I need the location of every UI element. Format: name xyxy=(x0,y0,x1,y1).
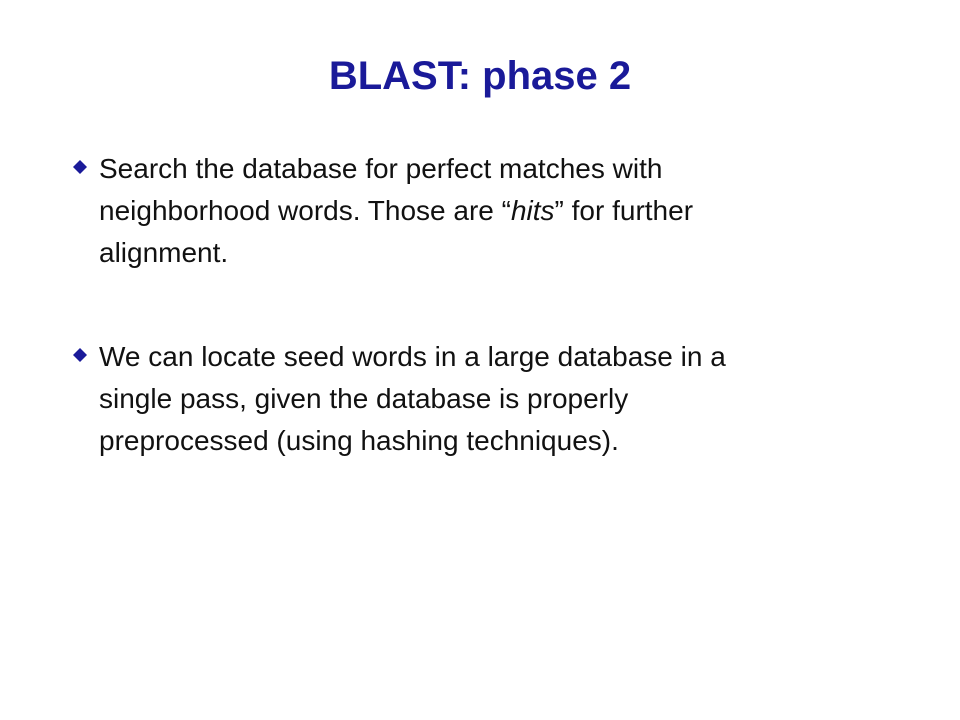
bullet-text-2: We can locate seed words in a large data… xyxy=(72,336,892,462)
bullet-text-1: Search the database for perfect matches … xyxy=(72,148,892,274)
bullet-1-line-2: neighborhood words. Those are “hits” for… xyxy=(72,190,892,232)
bullet-1-line-2-part-a: neighborhood words. Those are “ xyxy=(99,195,511,226)
bullet-1-line-2-part-b: ” for further xyxy=(554,195,694,226)
bullet-2-line-3: preprocessed (using hashing techniques). xyxy=(99,425,619,456)
diamond-bullet-icon xyxy=(73,160,87,174)
bullet-1-line-3: alignment. xyxy=(99,237,229,268)
bullet-1-emphasis-hits: hits xyxy=(510,195,555,226)
bullet-2-line-1: We can locate seed words in a large data… xyxy=(99,341,726,372)
slide-title: BLAST: phase 2 xyxy=(328,54,632,98)
bullet-1-line-1: Search the database for perfect matches … xyxy=(99,153,663,184)
diamond-bullet-icon xyxy=(73,348,87,362)
bullet-2-line-2: single pass, given the database is prope… xyxy=(99,383,629,414)
